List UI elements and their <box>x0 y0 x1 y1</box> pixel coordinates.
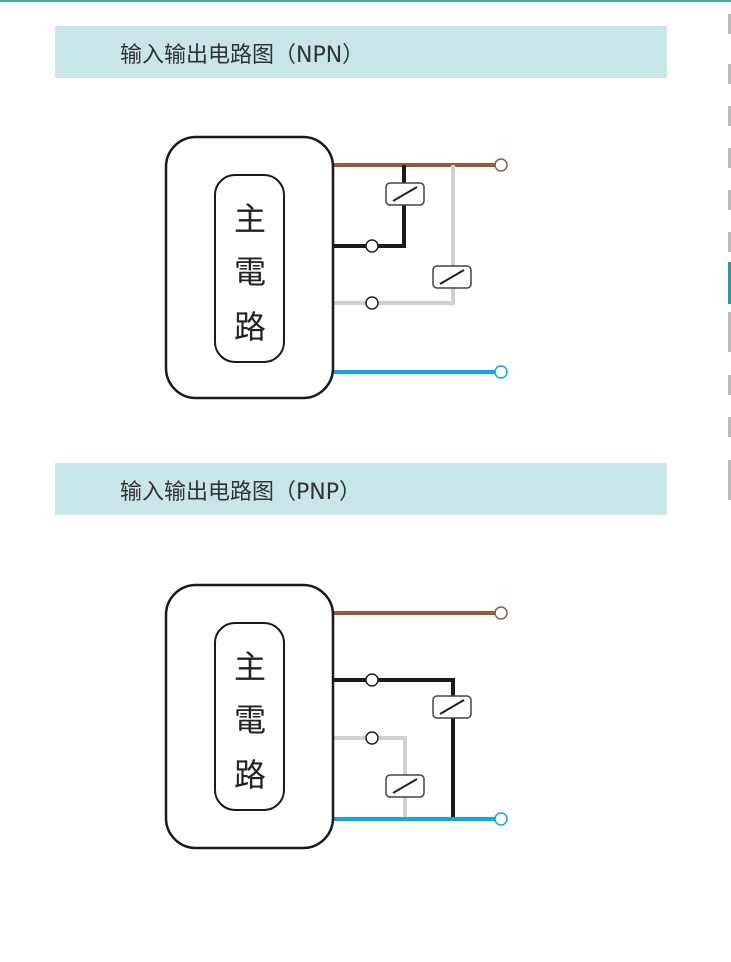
scroll-marker <box>728 106 731 126</box>
scroll-marker <box>728 190 731 210</box>
circuit-label: 路 <box>234 756 266 794</box>
scroll-marker <box>728 375 731 395</box>
pnp-title: 输入输出电路图（PNP） <box>120 480 361 505</box>
scroll-marker <box>728 232 731 252</box>
npn-circuit: 主 電 路 <box>164 135 508 400</box>
pnp-circuit: 主 電 路 <box>164 583 508 850</box>
terminal-icon <box>494 606 508 620</box>
top-accent-line <box>0 0 731 2</box>
circuit-label: 主 <box>234 648 266 686</box>
circuit-label: 電 <box>234 701 266 739</box>
load-relay-icon <box>432 265 472 289</box>
terminal-icon <box>494 365 508 379</box>
terminal-icon <box>365 296 379 310</box>
terminal-icon <box>494 158 508 172</box>
npn-title: 输入输出电路图（NPN） <box>120 43 365 68</box>
scroll-marker <box>728 417 731 437</box>
circuit-label: 電 <box>234 253 266 291</box>
scroll-marker <box>728 148 731 168</box>
scroll-marker <box>728 64 731 84</box>
scroll-marker <box>728 460 731 500</box>
terminal-icon <box>365 731 379 745</box>
scroll-marker <box>728 14 731 34</box>
load-relay-icon <box>385 774 425 798</box>
terminal-icon <box>365 239 379 253</box>
pnp-header: 输入输出电路图（PNP） <box>55 463 667 515</box>
circuit-label: 主 <box>234 200 266 238</box>
load-relay-icon <box>385 182 425 206</box>
scroll-marker <box>728 312 731 352</box>
terminal-icon <box>494 812 508 826</box>
npn-header: 输入输出电路图（NPN） <box>55 26 667 78</box>
circuit-label: 路 <box>234 308 266 346</box>
terminal-icon <box>365 673 379 687</box>
load-relay-icon <box>432 695 472 719</box>
scroll-thumb[interactable] <box>728 262 731 304</box>
